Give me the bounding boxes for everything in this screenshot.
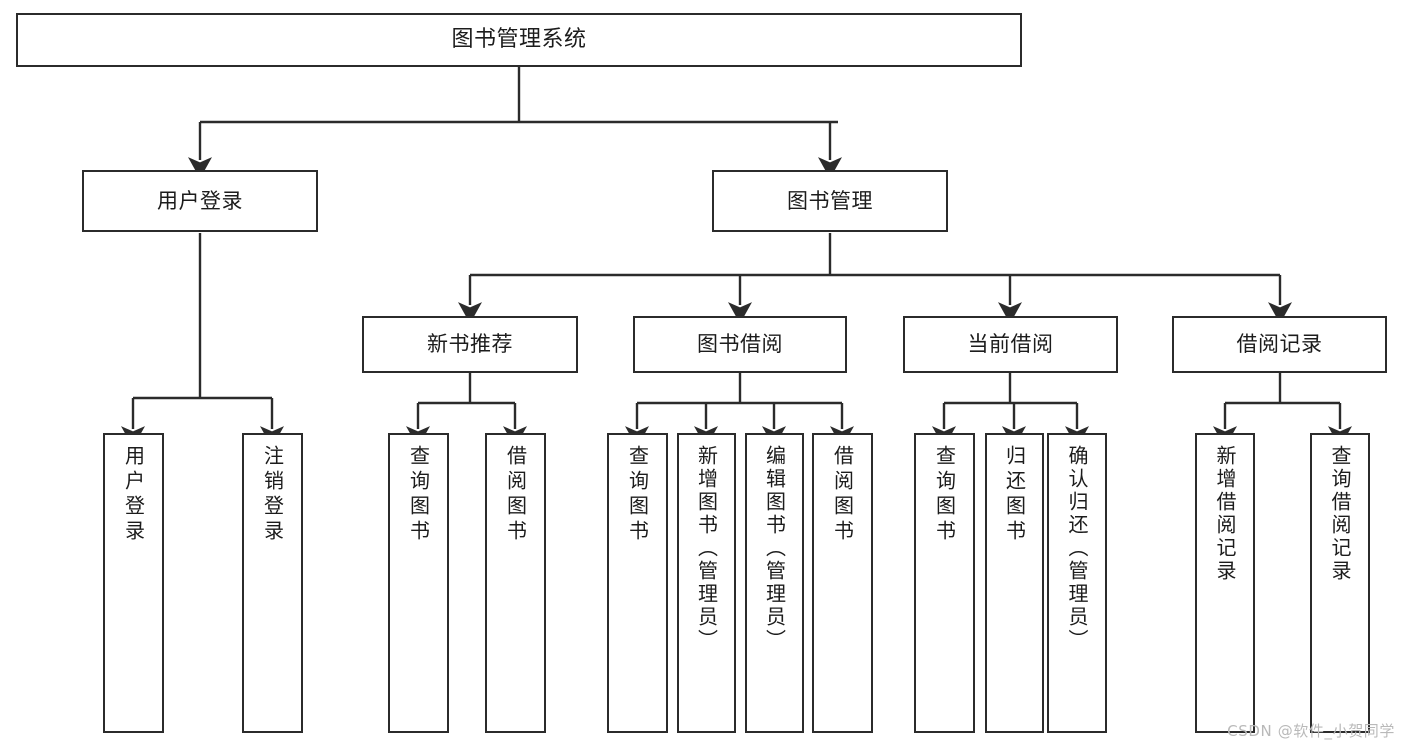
node-label: 借阅记录 — [1236, 332, 1323, 357]
leaf-query-book-borrow[interactable]: 查询图书 — [607, 433, 668, 733]
node-label: 编辑图书（管理员） — [762, 445, 787, 652]
leaf-borrow-book-recommend[interactable]: 借阅图书 — [485, 433, 546, 733]
node-label: 新增借阅记录 — [1213, 445, 1237, 583]
node-book-borrow[interactable]: 图书借阅 — [633, 316, 847, 373]
node-label: 当前借阅 — [967, 332, 1054, 357]
leaf-borrow-book[interactable]: 借阅图书 — [812, 433, 873, 733]
node-label: 用户登录 — [157, 188, 243, 213]
node-label: 用户登录 — [121, 445, 146, 545]
node-label: 新书推荐 — [427, 332, 513, 357]
leaf-confirm-return-admin[interactable]: 确认归还（管理员） — [1047, 433, 1107, 733]
node-label: 图书管理系统 — [451, 27, 587, 53]
leaf-query-borrow-record[interactable]: 查询借阅记录 — [1310, 433, 1370, 733]
node-user-login[interactable]: 用户登录 — [82, 170, 318, 232]
node-label: 查询借阅记录 — [1328, 445, 1352, 583]
node-label: 确认归还（管理员） — [1065, 445, 1089, 652]
leaf-query-book-current[interactable]: 查询图书 — [914, 433, 975, 733]
node-root-system[interactable]: 图书管理系统 — [16, 13, 1022, 67]
leaf-add-borrow-record[interactable]: 新增借阅记录 — [1195, 433, 1255, 733]
node-label: 图书管理 — [787, 188, 873, 213]
node-label: 查询图书 — [406, 445, 431, 545]
leaf-query-book-recommend[interactable]: 查询图书 — [388, 433, 449, 733]
node-book-management[interactable]: 图书管理 — [712, 170, 948, 232]
leaf-user-login[interactable]: 用户登录 — [103, 433, 164, 733]
node-label: 归还图书 — [1002, 445, 1027, 545]
node-new-book-recommend[interactable]: 新书推荐 — [362, 316, 578, 373]
node-label: 借阅图书 — [503, 445, 528, 545]
node-label: 借阅图书 — [830, 445, 855, 545]
leaf-return-book[interactable]: 归还图书 — [985, 433, 1044, 733]
node-label: 查询图书 — [625, 445, 650, 545]
node-current-borrow[interactable]: 当前借阅 — [903, 316, 1118, 373]
watermark-text: CSDN @软件_小贺同学 — [1227, 722, 1395, 740]
node-label: 注销登录 — [260, 445, 285, 545]
leaf-add-book-admin[interactable]: 新增图书（管理员） — [677, 433, 736, 733]
node-borrow-record[interactable]: 借阅记录 — [1172, 316, 1387, 373]
node-label: 查询图书 — [932, 445, 957, 545]
node-label: 图书借阅 — [697, 332, 783, 357]
leaf-logout[interactable]: 注销登录 — [242, 433, 303, 733]
leaf-edit-book-admin[interactable]: 编辑图书（管理员） — [745, 433, 804, 733]
node-label: 新增图书（管理员） — [694, 445, 719, 652]
